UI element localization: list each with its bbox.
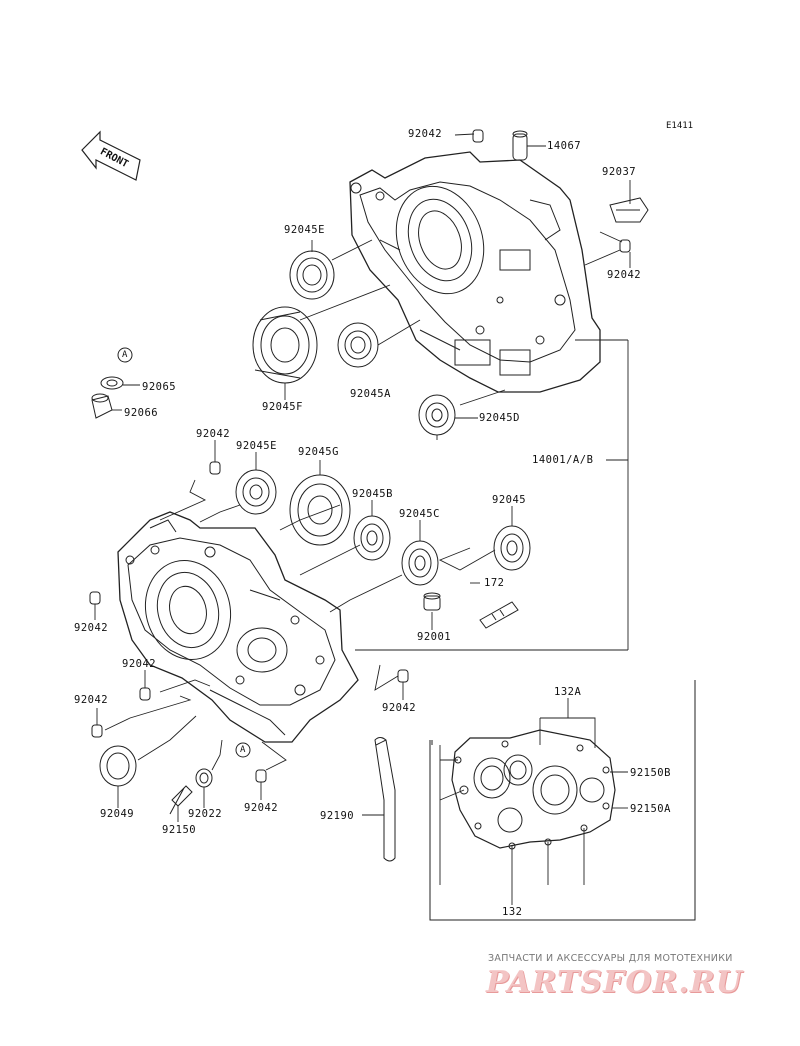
part-label-92045: 92045 xyxy=(492,494,527,506)
dowel-pin-92042-l1 xyxy=(210,462,220,474)
dowel-pin-92042-b1 xyxy=(398,670,408,682)
crankcase-left-half xyxy=(118,512,358,742)
dowel-pin-14067 xyxy=(513,131,527,160)
part-label-14067: 14067 xyxy=(547,140,582,152)
bearing-92045B xyxy=(354,516,390,560)
dowel-pin-92042-l4 xyxy=(92,725,102,737)
part-label-92042-l2: 92042 xyxy=(74,622,109,634)
marker-a-1-label: A xyxy=(122,350,128,360)
bearing-92045E-top xyxy=(290,251,334,299)
part-label-92045G: 92045G xyxy=(298,446,339,458)
washer-92022 xyxy=(196,769,212,787)
part-label-14001: 14001/A/B xyxy=(532,454,594,466)
inset-frame xyxy=(430,680,695,920)
front-arrow-icon: FRONT xyxy=(82,132,140,180)
bearing-92045 xyxy=(494,526,530,570)
washer-92065 xyxy=(101,377,123,389)
hose-92190 xyxy=(375,738,395,862)
bracket-92037 xyxy=(610,198,648,222)
part-label-92049: 92049 xyxy=(100,808,135,820)
part-label-132A: 132A xyxy=(554,686,582,698)
leader-lines xyxy=(95,134,630,822)
inset-leader-lines xyxy=(440,698,628,905)
part-label-92150B: 92150B xyxy=(630,767,671,779)
bearing-92045A xyxy=(338,323,378,367)
marker-a-2-label: A xyxy=(240,745,246,755)
bearing-92045E-mid xyxy=(236,470,276,514)
plug-92001 xyxy=(424,593,440,610)
part-label-92042-l4: 92042 xyxy=(74,694,109,706)
part-label-92045E-mid: 92045E xyxy=(236,440,277,452)
dowel-pin-92042-l3 xyxy=(140,688,150,700)
part-label-92045C: 92045C xyxy=(399,508,440,520)
part-label-92042-b1: 92042 xyxy=(382,702,417,714)
dowel-pin-92042-top xyxy=(473,130,483,142)
part-label-92042-right: 92042 xyxy=(607,269,642,281)
crankcase-right-half xyxy=(350,152,600,392)
part-label-92190: 92190 xyxy=(320,810,355,822)
marker-a-2 xyxy=(236,743,250,757)
part-label-92045D: 92045D xyxy=(479,412,520,424)
part-label-92037: 92037 xyxy=(602,166,637,178)
part-label-172: 172 xyxy=(484,577,505,589)
dowel-pin-92042-right xyxy=(620,240,630,252)
watermark-logo: PARTSFOR.RU xyxy=(486,965,743,1000)
marker-a-1 xyxy=(118,348,132,362)
watermark-tagline: ЗАПЧАСТИ И АКСЕССУАРЫ ДЛЯ МОТОТЕХНИКИ xyxy=(488,953,733,964)
part-label-92042-l1: 92042 xyxy=(196,428,231,440)
part-label-92045B: 92045B xyxy=(352,488,393,500)
diagram-code: E1411 xyxy=(666,121,694,131)
bearing-92045C xyxy=(402,541,438,585)
stud-172 xyxy=(480,602,518,628)
part-label-92066: 92066 xyxy=(124,407,159,419)
nozzle-92150 xyxy=(170,786,192,814)
part-label-92045A: 92045A xyxy=(350,388,391,400)
oil-seal-92049 xyxy=(100,746,136,786)
part-label-92045E-top: 92045E xyxy=(284,224,325,236)
part-label-92065: 92065 xyxy=(142,381,177,393)
dowel-pin-92042-b2 xyxy=(256,770,266,782)
part-label-92042-top: 92042 xyxy=(408,128,443,140)
part-label-92001: 92001 xyxy=(417,631,452,643)
part-label-92150A: 92150A xyxy=(630,803,671,815)
bolt-92066 xyxy=(92,394,112,418)
bearing-92045G xyxy=(290,475,350,545)
part-label-92022: 92022 xyxy=(188,808,223,820)
part-label-92045F: 92045F xyxy=(262,401,303,413)
part-label-92042-l3: 92042 xyxy=(122,658,157,670)
part-label-92042-b2: 92042 xyxy=(244,802,279,814)
inset-crankcase xyxy=(452,730,615,849)
bearing-92045D xyxy=(419,395,455,435)
dowel-pin-92042-l2 xyxy=(90,592,100,604)
part-label-92150: 92150 xyxy=(162,824,197,836)
bearing-92045F xyxy=(253,307,317,383)
part-label-132: 132 xyxy=(502,906,523,918)
